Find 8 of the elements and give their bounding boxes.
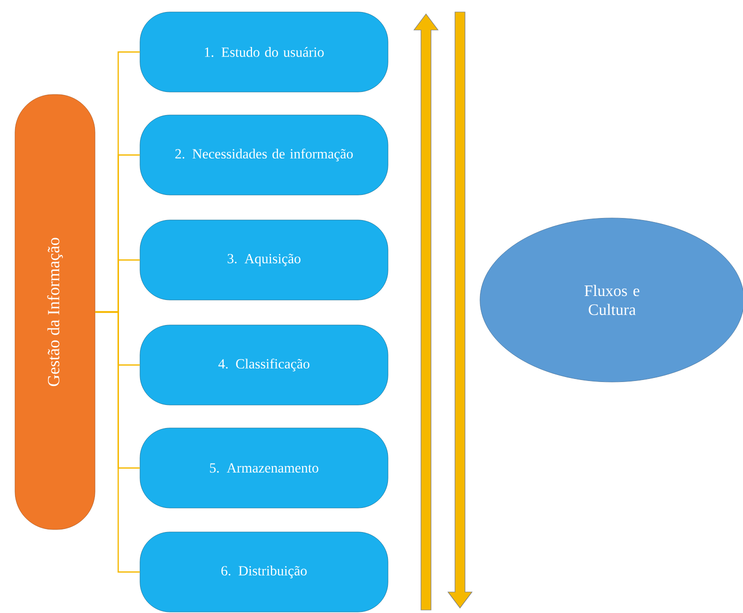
process-box: 5. Armazenamento bbox=[140, 428, 388, 508]
process-box: 3. Aquisição bbox=[140, 220, 388, 300]
rotated-pill: Gestão da Informação bbox=[14, 94, 96, 530]
connector-line bbox=[95, 311, 140, 573]
process-box: 1. Estudo do usuário bbox=[140, 12, 388, 92]
process-box: 4. Classificação bbox=[140, 324, 388, 406]
process-box: 2. Necessidades de informação bbox=[140, 114, 388, 196]
process-box: 6. Distribuição bbox=[140, 532, 388, 612]
